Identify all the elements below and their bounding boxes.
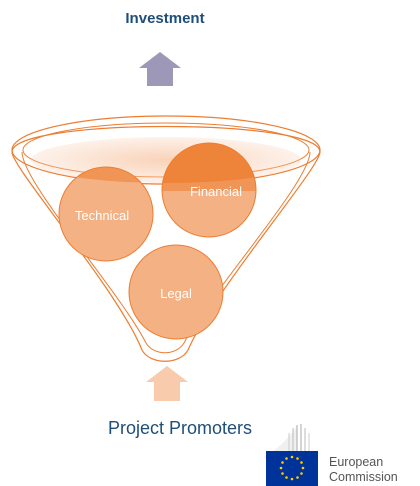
investment-label: Investment [125,10,205,27]
logo-line-2: Commission [329,470,398,484]
eu-flag-icon [263,424,318,486]
logo-line-1: European [329,455,384,469]
technical-label: Technical [75,208,129,223]
project-promoters-label: Project Promoters [107,418,253,438]
legal-label: Legal [160,286,192,301]
european-commission-logo-text: European Commission [329,455,398,485]
up-arrow-icon [146,366,188,401]
financial-label: Financial [190,184,242,199]
up-arrow-icon [139,52,181,86]
legal-circle [128,244,224,340]
